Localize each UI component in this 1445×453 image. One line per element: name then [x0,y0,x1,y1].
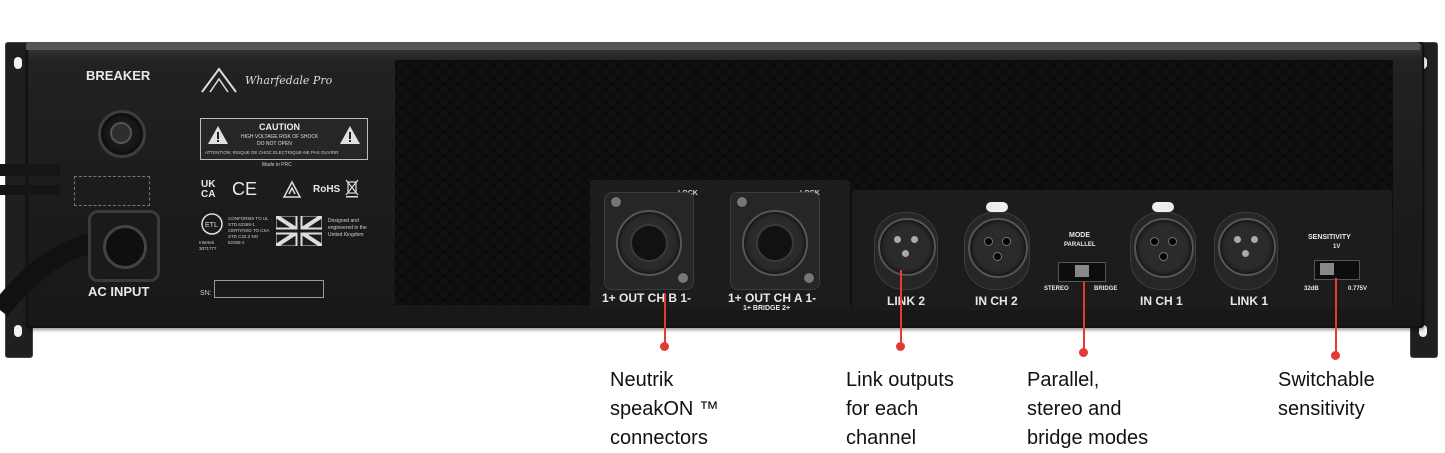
input-connector-panel [852,190,1392,310]
conforms-text: CONFORMS TO UL STD 62368-1 CERTIFIED TO … [228,216,270,245]
sensitivity-label: SENSITIVITY [1308,234,1351,241]
link-caption: Link outputs for each channel [846,369,954,449]
intertek-text: Intertek 3071777 [199,240,217,251]
ukca-mark: UK CA [201,179,216,200]
rack-mount-hole [1419,325,1427,337]
sn-label: SN: [200,290,212,297]
screw [677,272,689,284]
link-2-xlr-connector[interactable] [878,218,936,276]
screw [736,196,748,208]
ce-mark: CE [232,179,258,199]
designed-text: Designed and engineered in the United Ki… [328,218,367,238]
sensitivity-0775v-label: 0.775V [1348,286,1368,292]
xlr-latch-button[interactable] [986,202,1008,212]
sensitivity-leader-line [1335,278,1337,352]
sensitivity-switch[interactable] [1314,260,1360,280]
serial-number-field [214,280,324,298]
chassis-top-lip [26,42,1420,50]
link-1-label: LINK 1 [1230,294,1269,308]
in-ch-1-label: IN CH 1 [1140,294,1183,308]
link-2-label: LINK 2 [887,294,926,308]
weee-bin-icon [345,179,359,198]
etl-mark-icon: ETL [201,213,223,235]
in-ch-1-xlr-connector[interactable] [1134,218,1194,278]
warning-triangle-icon [208,126,228,144]
rack-mount-hole [14,57,22,69]
sensitivity-1v-label: 1V [1333,244,1341,250]
bridge-mode-label: BRIDGE [1094,286,1118,292]
speakon-out-ch-a-connector[interactable] [742,210,808,276]
parallel-label: PARALLEL [1064,242,1096,248]
attention-text: ATTENTION: RISQUE DE CHOC ELECTRIQUE-NE … [205,150,339,155]
bridge-label: 1+ BRIDGE 2+ [743,305,791,312]
ac-input-label: AC INPUT [88,284,150,299]
screw [610,196,622,208]
caution-label: CAUTION HIGH VOLTAGE RISK OF SHOCK DO NO… [200,118,368,160]
caution-line2: DO NOT OPEN [257,141,292,147]
in-ch-2-label: IN CH 2 [975,294,1018,308]
stereo-label: STEREO [1044,286,1069,292]
speakon-leader-dot [660,342,669,351]
link-leader-dot [896,342,905,351]
modes-leader-dot [1079,348,1088,357]
link-1-xlr-connector[interactable] [1218,218,1276,276]
speakon-out-ch-b-connector[interactable] [616,210,682,276]
speakon-caption: Neutrik speakON ™ connectors [610,369,719,449]
breaker-label: BREAKER [86,68,151,83]
modes-leader-line [1083,282,1085,350]
mode-switch[interactable] [1058,262,1106,282]
screw [803,272,815,284]
made-in-text: Made in PRC [262,162,292,168]
out-ch-b-label: 1+ OUT CH B 1- [602,291,692,305]
xlr-latch-button[interactable] [1152,202,1174,212]
modes-caption: Parallel, stereo and bridge modes [1027,369,1149,449]
link-leader-line [900,270,902,346]
speakon-leader-line [664,293,666,345]
in-ch-2-xlr-connector[interactable] [968,218,1028,278]
caution-line1: HIGH VOLTAGE RISK OF SHOCK [241,134,319,140]
sensitivity-32db-label: 32dB [1304,286,1319,292]
breaker-button[interactable] [98,110,146,158]
brand-name: Wharfedale Pro [245,74,333,87]
sensitivity-leader-dot [1331,351,1340,360]
svg-text:ETL: ETL [205,222,218,229]
union-jack-flag-icon [276,216,322,246]
rohs-mark: RoHS [313,184,341,195]
out-ch-a-label: 1+ OUT CH A 1- [728,291,817,305]
sensitivity-caption: Switchable sensitivity [1278,369,1375,420]
mounting-guide [74,176,150,206]
ac-input-socket[interactable] [88,210,160,282]
warning-triangle-icon [340,126,360,144]
rcm-triangle-icon [282,180,302,198]
mode-label: MODE [1069,232,1090,239]
caution-title: CAUTION [259,122,300,132]
rack-mount-hole [14,325,22,337]
wharfedale-logo-icon [201,67,237,93]
